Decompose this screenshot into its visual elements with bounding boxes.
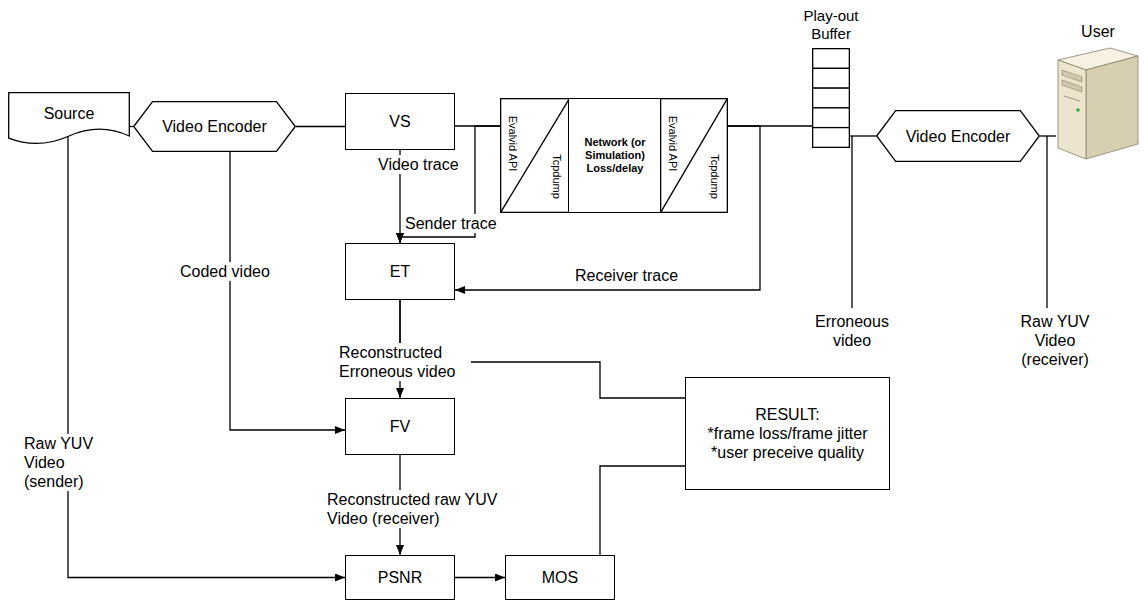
- node-label: Video Encoder: [162, 117, 267, 136]
- hexagon-shape: [877, 111, 1040, 162]
- leader-line: [851, 136, 852, 308]
- diagonal-divider: [501, 99, 570, 213]
- node-label: MOS: [542, 568, 578, 587]
- connector: [455, 577, 505, 578]
- node-label: FV: [390, 417, 410, 436]
- node-label: *frame loss/frame jitter: [707, 424, 867, 443]
- node-label: Tcpdump: [549, 154, 562, 199]
- process-box: ET: [345, 243, 455, 300]
- process-box: MOS: [505, 555, 615, 600]
- buffer-slot: [813, 128, 850, 148]
- user-computer: User: [1056, 46, 1140, 161]
- node-label: Source: [44, 104, 95, 123]
- process-box: VS: [345, 93, 455, 150]
- connector: [850, 135, 876, 136]
- drive-slot: [1064, 96, 1080, 101]
- buffer-slot: [813, 108, 850, 128]
- document-shape: [9, 93, 130, 144]
- tower-side: [1086, 56, 1138, 159]
- process-box: PSNR: [345, 555, 455, 600]
- connector: [1040, 135, 1056, 136]
- source-document: Source: [8, 92, 130, 147]
- connector: [68, 136, 345, 578]
- node-label: RESULT:: [755, 405, 820, 424]
- node-label: PSNR: [378, 568, 422, 587]
- capture-box: Evalvid API Tcpdump: [660, 98, 728, 213]
- node-label: Play-out Buffer: [791, 7, 871, 43]
- node-label: ET: [390, 262, 410, 281]
- encoder-hexagon: Video Encoder: [876, 110, 1040, 162]
- drive-bay: [1062, 80, 1082, 92]
- edge-label: Sender trace: [403, 214, 499, 233]
- edge-label: Video trace: [376, 155, 461, 174]
- result-box: RESULT:*frame loss/frame jitter*user pre…: [685, 377, 890, 490]
- box-border: [661, 99, 728, 213]
- note-label: Raw YUV Video (receiver): [1011, 312, 1099, 369]
- edge-label: Receiver trace: [573, 266, 680, 285]
- connector: [130, 126, 133, 127]
- note-label: Erroneous video: [800, 312, 904, 350]
- capture-box: Evalvid API Tcpdump: [500, 98, 570, 213]
- node-label: *user preceive quality: [711, 443, 864, 462]
- connector: [230, 152, 345, 430]
- node-label: VS: [389, 112, 410, 131]
- node-label: Network (or Simulation) Loss/delay: [575, 136, 655, 175]
- process-box: FV: [345, 398, 455, 455]
- tower-front: [1058, 60, 1086, 159]
- leader-line: [1046, 136, 1047, 308]
- edge-label: Raw YUV Video (sender): [22, 434, 98, 491]
- buffer-slot: [813, 68, 850, 88]
- node-label: Tcpdump: [707, 154, 720, 199]
- buffer-stack: [812, 48, 850, 148]
- buffer-slot: [813, 49, 850, 69]
- edge-label: Reconstructed raw YUV Video (receiver): [325, 490, 519, 528]
- edge-label: Coded video: [178, 262, 272, 281]
- hexagon-shape: [134, 102, 296, 152]
- edge-label: Reconstructed Erroneous video: [337, 343, 471, 381]
- connector: [600, 466, 685, 555]
- node-label: Evalvid API: [666, 115, 679, 171]
- encoder-hexagon: Video Encoder: [133, 101, 296, 152]
- diagonal-divider: [661, 99, 728, 213]
- power-led: [1076, 108, 1080, 112]
- box-border: [501, 99, 570, 213]
- connector: [296, 126, 345, 127]
- computer-icon: [1056, 46, 1140, 161]
- node-label: Video Encoder: [906, 127, 1011, 146]
- buffer-slot: [813, 88, 850, 108]
- node-label: Evalvid API: [506, 115, 519, 171]
- network-box: Network (or Simulation) Loss/delay: [568, 98, 662, 213]
- node-label: User: [1063, 22, 1133, 41]
- playout-buffer: Play-out Buffer: [812, 48, 850, 148]
- drive-bay: [1062, 70, 1082, 82]
